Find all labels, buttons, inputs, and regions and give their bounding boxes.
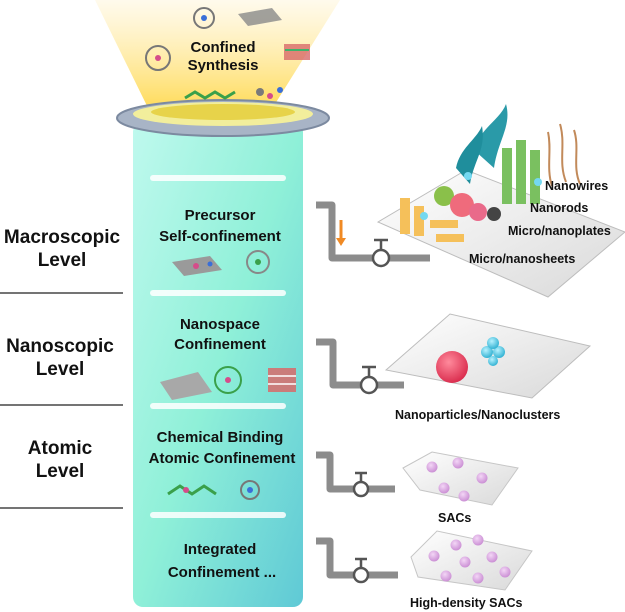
single-atom <box>450 539 462 551</box>
level-macroscopic-line1: Macroscopic <box>4 227 121 248</box>
output-nanoparticles-nanoclusters: Nanoparticles/Nanoclusters <box>395 408 560 422</box>
light-beam <box>95 0 340 112</box>
output-nanowires: Nanowires <box>545 179 608 193</box>
level-macroscopic-line2: Level <box>38 250 87 271</box>
level-nanoscopic-line1: Nanoscopic <box>6 336 114 357</box>
level-atomic-line1: Atomic <box>28 438 93 459</box>
section-integrated-line2: Confinement ... <box>168 564 276 581</box>
single-atom <box>459 556 471 568</box>
section-integrated-line1: Integrated <box>184 541 257 558</box>
confined-synthesis-illustrations <box>145 7 310 100</box>
macro-structures-plate <box>376 104 625 298</box>
valve-icon <box>359 365 379 395</box>
valve-icon <box>352 557 370 584</box>
section-divider <box>150 512 286 518</box>
nanoparticles-plate <box>384 313 592 399</box>
valve-icon <box>352 471 370 498</box>
single-atom <box>458 490 470 502</box>
output-high-density-sacs: High-density SACs <box>410 596 523 610</box>
section-divider <box>150 175 286 181</box>
section-precursor-line2: Self-confinement <box>159 228 281 245</box>
section-precursor-line1: Precursor <box>185 207 256 224</box>
nanocluster <box>488 356 498 366</box>
section-nanospace-line1: Nanospace <box>180 316 260 333</box>
tower-opening-glow <box>151 104 295 120</box>
nanospace-illustrations <box>160 366 296 400</box>
nanoparticle <box>436 351 468 383</box>
sac-plate <box>402 451 519 506</box>
top-title-line2: Synthesis <box>188 57 259 74</box>
pipe-nano <box>316 338 404 389</box>
high-density-sac-plate <box>410 530 533 591</box>
single-atom <box>428 550 440 562</box>
section-divider <box>150 403 286 409</box>
atomic-illustrations <box>167 480 260 500</box>
output-micro-nanoplates: Micro/nanoplates <box>508 224 611 238</box>
single-atom <box>472 534 484 546</box>
nanocluster <box>493 346 505 358</box>
section-nanospace-line2: Confinement <box>174 336 266 353</box>
nanocluster <box>487 337 499 349</box>
level-atomic-line2: Level <box>36 461 85 482</box>
top-title-line1: Confined <box>191 39 256 56</box>
output-nanorods: Nanorods <box>530 201 588 215</box>
output-sacs: SACs <box>438 511 471 525</box>
single-atom <box>486 551 498 563</box>
single-atom <box>426 461 438 473</box>
single-atom <box>438 482 450 494</box>
single-atom <box>499 566 511 578</box>
single-atom <box>476 472 488 484</box>
reactor-tower <box>133 122 303 607</box>
single-atom <box>440 570 452 582</box>
precursor-illustrations <box>172 250 270 276</box>
section-atomic-line2: Atomic Confinement <box>149 450 296 467</box>
output-micro-nanosheets: Micro/nanosheets <box>469 252 575 266</box>
single-atom <box>452 457 464 469</box>
level-nanoscopic-line2: Level <box>36 359 85 380</box>
single-atom <box>472 572 484 584</box>
nanocluster <box>481 346 493 358</box>
section-divider <box>150 290 286 296</box>
valve-icon <box>371 238 391 268</box>
section-atomic-line1: Chemical Binding <box>157 429 284 446</box>
